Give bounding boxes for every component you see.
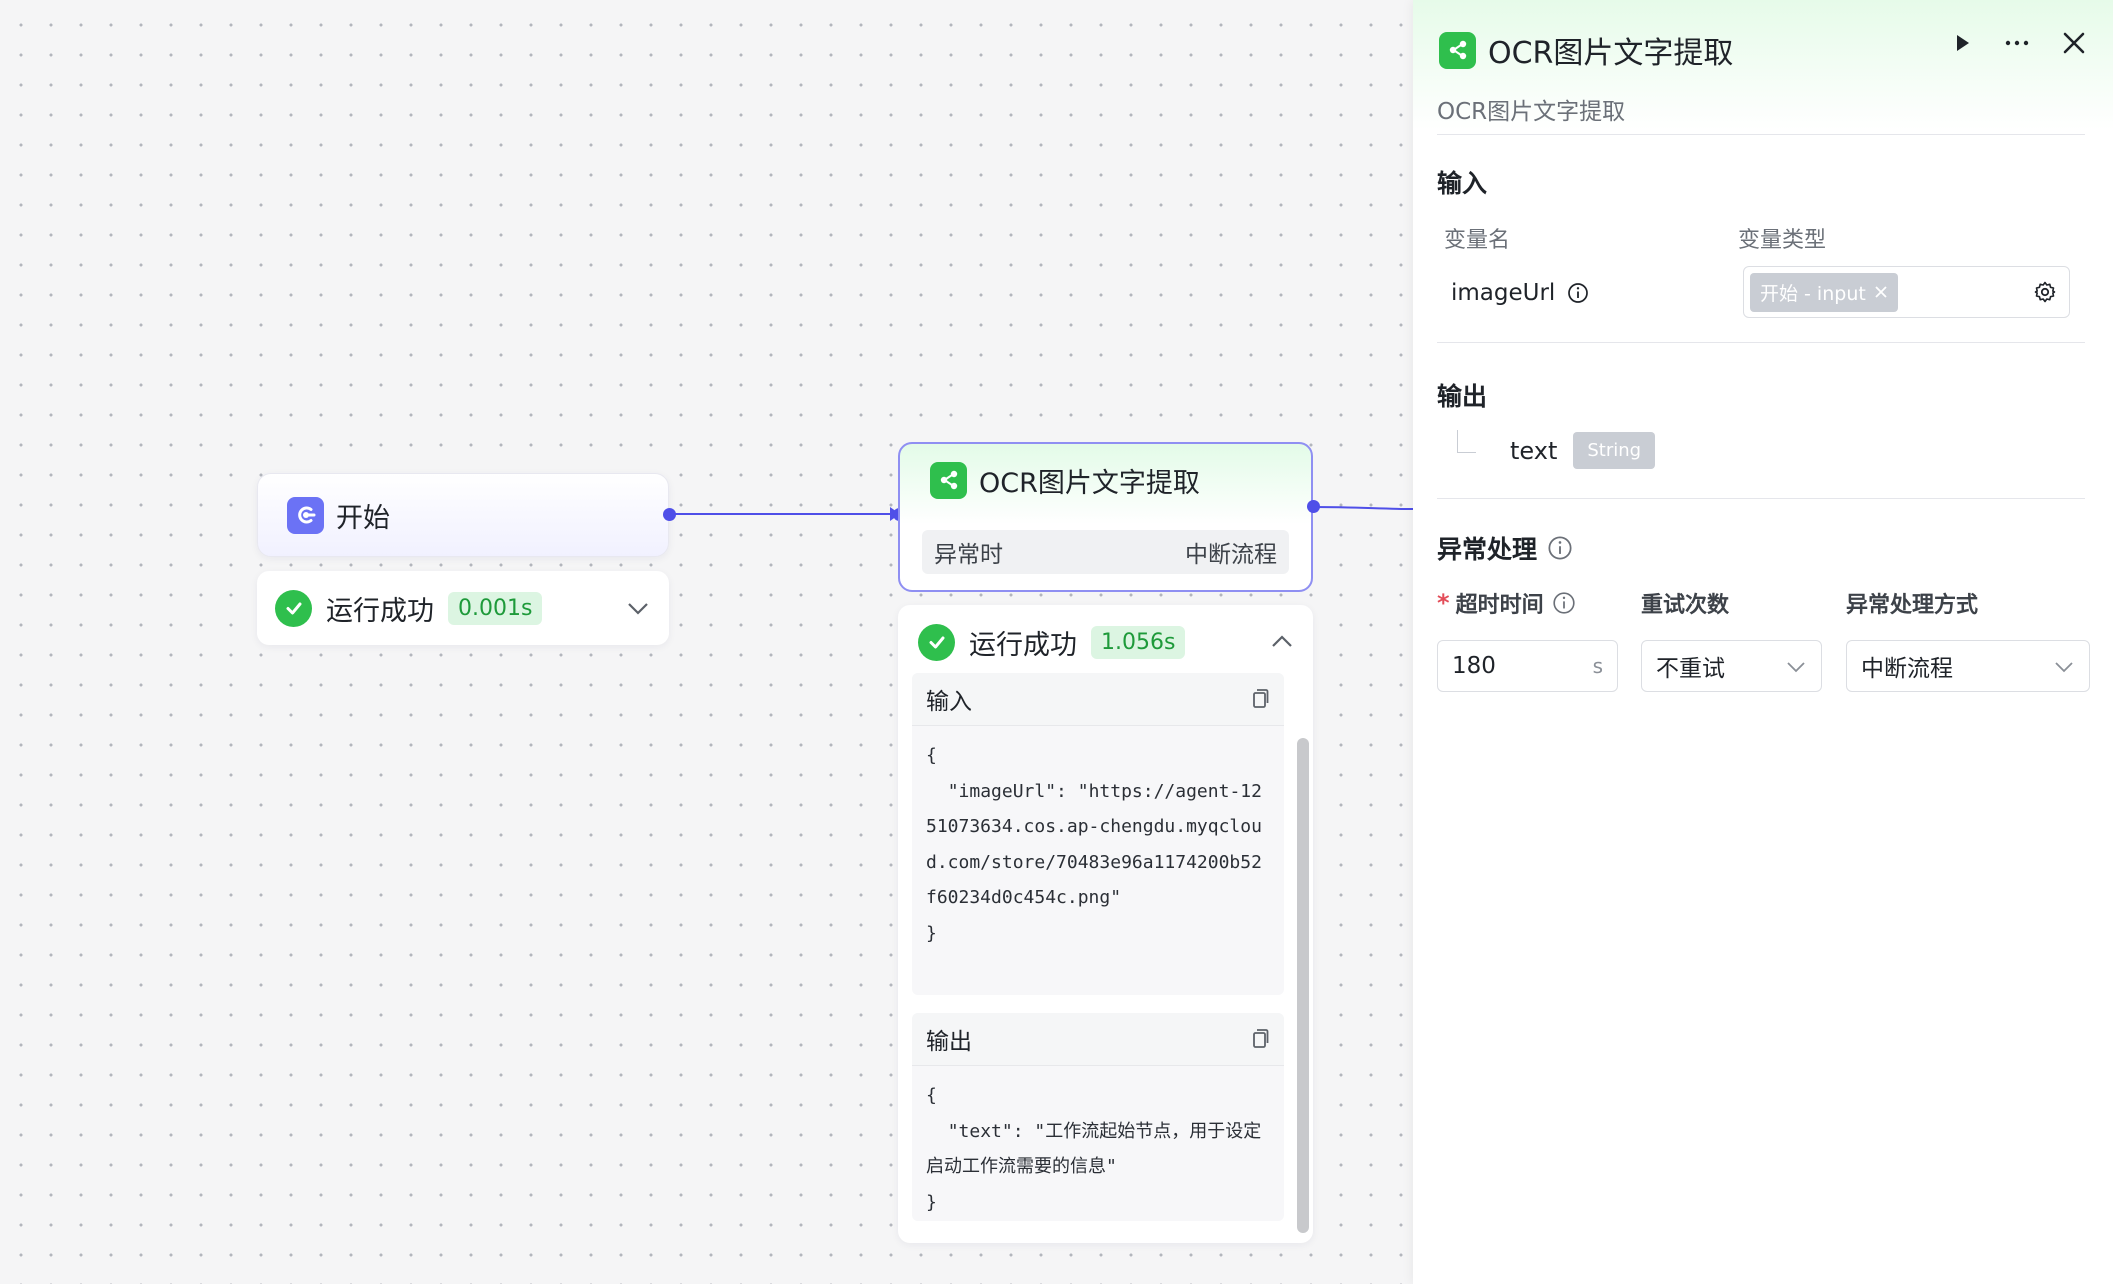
success-check-icon: [275, 589, 312, 627]
info-icon[interactable]: [1552, 591, 1576, 615]
required-mark: *: [1437, 589, 1450, 617]
start-node-title: 开始: [336, 502, 390, 534]
panel-description: OCR图片文字提取: [1437, 99, 1626, 125]
timeout-input[interactable]: 180 s: [1437, 640, 1618, 692]
output-var-name: text: [1510, 436, 1558, 465]
retry-value: 不重试: [1656, 656, 1725, 682]
remove-tag-icon[interactable]: [1874, 285, 1888, 299]
var-type-select[interactable]: 开始 - input: [1743, 266, 2070, 318]
chevron-down-icon: [2053, 655, 2075, 677]
ocr-duration-badge: 1.056s: [1091, 625, 1186, 659]
panel-title-row: OCR图片文字提取: [1439, 28, 1733, 72]
chevron-up-icon[interactable]: [1269, 629, 1295, 655]
success-check-icon: [918, 623, 955, 661]
var-ref-text: 开始 - input: [1760, 282, 1866, 305]
start-status-text: 运行成功: [326, 595, 434, 627]
ocr-run-result-card: 运行成功 1.056s 输入 { "imageUrl": "https://ag…: [898, 605, 1313, 1243]
panel-header-bg: [1413, 0, 2113, 130]
start-icon: [287, 496, 324, 534]
input-var-row: imageUrl: [1451, 280, 1589, 306]
close-icon[interactable]: [2061, 30, 2087, 56]
col-var-type: 变量类型: [1738, 228, 1827, 253]
run-input-block: 输入 { "imageUrl": "https://agent-12510736…: [912, 673, 1284, 995]
panel-actions: [1951, 30, 2087, 56]
divider: [1437, 498, 2085, 499]
retry-select[interactable]: 不重试: [1641, 640, 1822, 692]
start-status-card[interactable]: 运行成功 0.001s: [257, 571, 669, 645]
more-icon[interactable]: [2003, 32, 2031, 54]
exception-section-title: 异常处理: [1437, 530, 1573, 566]
run-output-label: 输出: [926, 1029, 972, 1055]
retry-label: 重试次数: [1641, 593, 1730, 618]
run-input-json: { "imageUrl": "https://agent-1251073634.…: [926, 745, 1262, 944]
info-icon[interactable]: [1547, 535, 1573, 561]
run-input-label: 输入: [926, 689, 972, 715]
copy-icon[interactable]: [1248, 688, 1270, 710]
ocr-node-icon: [1439, 31, 1476, 69]
error-action: 中断流程: [1185, 542, 1277, 568]
ocr-node[interactable]: OCR图片文字提取 异常时 中断流程: [898, 442, 1313, 592]
start-duration-badge: 0.001s: [448, 591, 543, 625]
mode-value: 中断流程: [1861, 656, 1953, 682]
play-icon[interactable]: [1951, 32, 1973, 54]
edge-ocr-to-next: [1312, 506, 1414, 510]
input-section-title: 输入: [1437, 169, 1488, 198]
run-output-block: 输出 { "text": "工作流起始节点，用于设定启动工作流需要的信息" }: [912, 1013, 1284, 1221]
timeout-unit: s: [1592, 654, 1603, 678]
timeout-label: 超时时间: [1455, 593, 1544, 618]
var-ref-tag: 开始 - input: [1750, 272, 1898, 312]
divider: [1437, 342, 2085, 343]
input-var-name: imageUrl: [1451, 280, 1556, 306]
mode-label: 异常处理方式: [1846, 593, 1979, 618]
ocr-node-icon: [930, 461, 967, 499]
tree-line: [1457, 430, 1476, 453]
ocr-output-port[interactable]: [1307, 500, 1320, 513]
exception-title: 异常处理: [1437, 535, 1538, 564]
run-output-json: { "text": "工作流起始节点，用于设定启动工作流需要的信息" }: [926, 1085, 1262, 1213]
divider: [1437, 134, 2085, 135]
col-var-name: 变量名: [1444, 228, 1511, 253]
timeout-label-row: * 超时时间: [1437, 587, 1576, 619]
output-section-title: 输出: [1437, 382, 1488, 411]
ocr-node-title: OCR图片文字提取: [979, 467, 1200, 499]
panel-title: OCR图片文字提取: [1488, 36, 1734, 71]
start-output-port[interactable]: [663, 508, 676, 521]
chevron-down-icon[interactable]: [625, 595, 651, 621]
ocr-status-text: 运行成功: [969, 629, 1077, 661]
error-label: 异常时: [934, 542, 1003, 568]
error-handling-row: 异常时 中断流程: [922, 530, 1289, 574]
result-scrollbar[interactable]: [1297, 738, 1309, 1233]
info-icon[interactable]: [1567, 282, 1589, 304]
output-type-badge: String: [1573, 432, 1656, 469]
copy-icon[interactable]: [1248, 1028, 1270, 1050]
node-config-panel: OCR图片文字提取 OCR图片文字提取 输入 变量名 变量类型 imageUrl…: [1413, 0, 2113, 1284]
output-var-row: text String: [1457, 430, 1656, 469]
mode-select[interactable]: 中断流程: [1846, 640, 2090, 692]
timeout-value: 180: [1452, 653, 1496, 679]
gear-icon[interactable]: [2033, 280, 2057, 304]
start-node[interactable]: 开始: [257, 473, 669, 557]
chevron-down-icon: [1785, 655, 1807, 677]
